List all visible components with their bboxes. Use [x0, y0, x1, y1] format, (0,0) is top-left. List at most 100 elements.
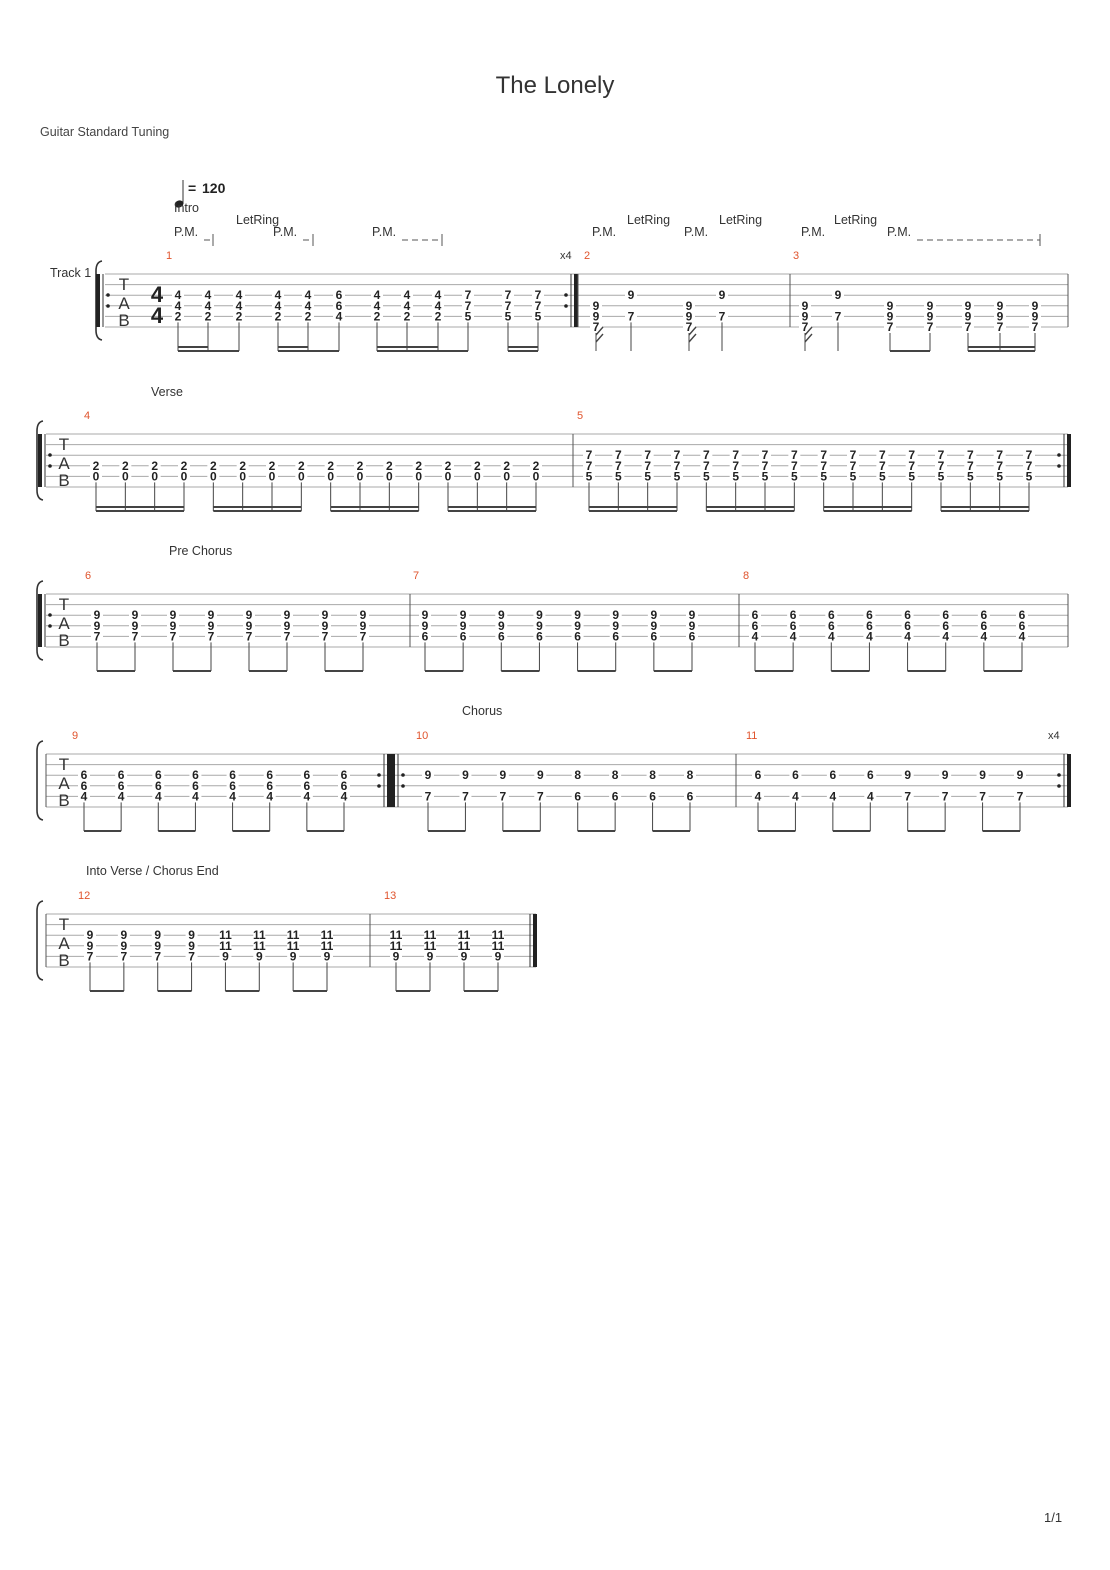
fret-number: 9	[462, 768, 469, 782]
fret-number: 9	[536, 619, 543, 633]
fret-background	[236, 471, 249, 483]
fret-background	[863, 610, 876, 622]
fret-number: 9	[461, 949, 468, 963]
thick-barline	[1067, 754, 1071, 807]
fret-number: 6	[866, 619, 873, 633]
fret-number: 4	[867, 789, 874, 803]
fret-background	[686, 631, 698, 643]
fret-number: 6	[1019, 619, 1026, 633]
fret-background	[496, 770, 509, 782]
fret-background	[609, 620, 622, 632]
fret-background	[462, 300, 474, 312]
tab-clef-letter: T	[59, 595, 69, 614]
fret-number: 6	[574, 789, 581, 803]
fret-background	[847, 471, 859, 483]
fret-number: 4	[981, 629, 988, 643]
fret-background	[172, 290, 184, 302]
fret-background	[799, 300, 811, 312]
fret-background	[684, 770, 696, 782]
fret-background	[207, 471, 220, 483]
fret-background	[219, 940, 232, 952]
fret-background	[185, 930, 198, 942]
fret-number: 6	[830, 768, 837, 782]
fret-number: 9	[87, 939, 94, 953]
system-bracket	[36, 420, 44, 501]
fret-background	[752, 791, 764, 803]
fret-number: 7	[500, 789, 507, 803]
fret-number: 6	[155, 768, 162, 782]
fret-background	[647, 631, 660, 643]
fret-number: 4	[275, 288, 282, 302]
fret-background	[1014, 770, 1026, 782]
fret-number: 4	[175, 288, 182, 302]
fret-background	[390, 951, 402, 963]
fret-number: 0	[445, 469, 452, 483]
tab-clef-letter: T	[59, 755, 69, 774]
fret-number: 5	[465, 309, 472, 323]
fret-number: 7	[732, 448, 739, 462]
fret-background	[115, 770, 128, 782]
fret-background	[1023, 471, 1035, 483]
fret-background	[457, 631, 470, 643]
fret-number: 7	[791, 448, 798, 462]
fret-number: 0	[386, 469, 393, 483]
fret-number: 6	[828, 619, 835, 633]
fret-background	[272, 311, 284, 323]
fret-background	[357, 631, 369, 643]
thick-barline	[387, 754, 391, 807]
fret-background	[263, 780, 276, 792]
fret-number: 7	[593, 320, 600, 334]
section-label-chorus: Chorus	[462, 704, 502, 718]
fret-background	[324, 460, 337, 472]
measure-number: 13	[384, 890, 396, 902]
fret-background	[647, 610, 660, 622]
fret-background	[787, 620, 800, 632]
fret-background	[432, 311, 444, 323]
system-bracket	[36, 740, 44, 821]
repeat-dot	[564, 293, 568, 297]
fret-number: 7	[505, 299, 512, 313]
fret-background	[530, 460, 542, 472]
fret-background	[962, 311, 974, 323]
fret-number: 11	[424, 939, 437, 953]
fret-number: 6	[942, 608, 949, 622]
fret-number: 4	[1019, 629, 1026, 643]
fret-number: 9	[628, 288, 635, 302]
fret-background	[383, 471, 396, 483]
fret-number: 7	[762, 448, 769, 462]
fret-number: 4	[81, 789, 88, 803]
fret-background	[939, 791, 952, 803]
fret-background	[371, 311, 383, 323]
fret-number: 9	[208, 608, 215, 622]
fret-number: 0	[327, 469, 334, 483]
fret-number: 9	[427, 949, 434, 963]
fret-number: 9	[393, 949, 400, 963]
fret-number: 6	[687, 789, 694, 803]
fret-background	[243, 631, 255, 643]
fret-background	[749, 620, 761, 632]
fret-background	[1014, 791, 1026, 803]
fret-number: 11	[219, 939, 232, 953]
fret-number: 9	[719, 288, 726, 302]
fret-number: 9	[246, 608, 253, 622]
fret-background	[321, 951, 333, 963]
fret-background	[172, 300, 184, 312]
fret-background	[1029, 300, 1041, 312]
fret-background	[905, 460, 918, 472]
fret-background	[964, 450, 977, 462]
thick-barline	[533, 914, 537, 967]
time-signature-bottom: 4	[151, 303, 164, 328]
fret-background	[962, 322, 974, 333]
fret-background	[458, 930, 470, 942]
measure-number: 9	[72, 730, 78, 742]
fret-number: 2	[181, 459, 188, 473]
fret-background	[458, 940, 470, 952]
fret-background	[148, 460, 161, 472]
fret-background	[935, 471, 947, 483]
fret-number: 9	[927, 309, 934, 323]
fret-number: 0	[181, 469, 188, 483]
fret-number: 9	[154, 939, 161, 953]
fret-background	[226, 791, 239, 803]
fret-background	[263, 770, 276, 782]
